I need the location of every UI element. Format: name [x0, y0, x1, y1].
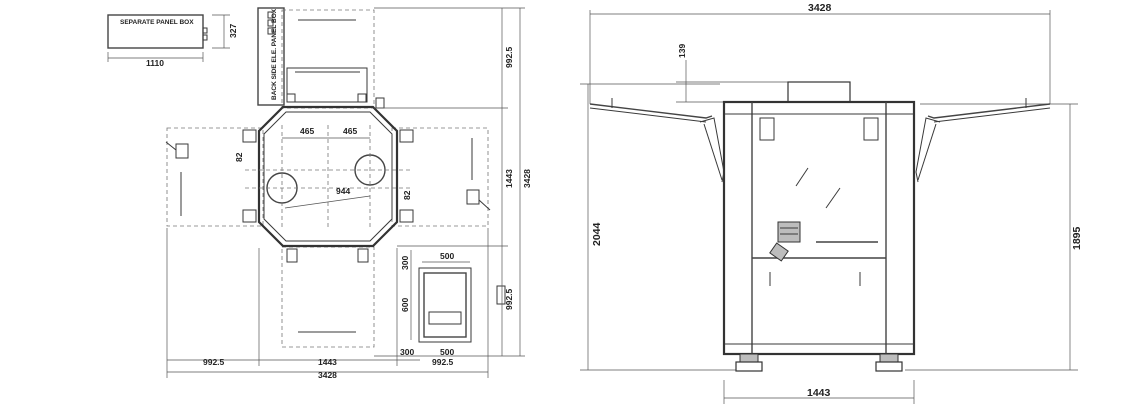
octagon-outer [257, 105, 399, 248]
back-side-panel-box-label: BACK SIDE ELE. PANEL BOX [271, 8, 278, 100]
dim-spacing-right: 465 [343, 126, 357, 136]
dim-front-3428: 3428 [808, 2, 832, 14]
dim-small-box-992: 992.5 [432, 357, 454, 367]
dim-right-82: 82 [402, 190, 412, 200]
dim-left-82: 82 [234, 152, 244, 162]
dim-small-box-600-v: 600 [400, 298, 410, 312]
machine-plan-body: 944 465 465 82 82 [234, 97, 414, 263]
dim-bottom-1443: 1443 [318, 357, 337, 367]
top-chimney [787, 81, 851, 103]
dim-bottom-3428: 3428 [318, 370, 337, 380]
dim-front-1895: 1895 [1071, 226, 1083, 250]
work-area-outline [166, 9, 489, 348]
dim-small-box-500: 500 [440, 251, 454, 261]
lids [589, 98, 1051, 183]
dim-right-992-lower: 992.5 [504, 288, 514, 310]
dim-bottom-992: 992.5 [203, 357, 225, 367]
dim-front-2044: 2044 [591, 222, 603, 246]
back-side-panel-box-outline [257, 7, 285, 106]
plan-bottom-dimensions: 992.5 1443 3428 [166, 228, 489, 380]
separate-panel-box-label: SEPARATE PANEL BOX [120, 19, 194, 26]
dim-spacing-left: 465 [300, 126, 314, 136]
dim-right-1443: 1443 [504, 169, 514, 188]
left-lid [589, 103, 713, 119]
right-lid [927, 103, 1051, 119]
dim-diagonal-944: 944 [336, 186, 350, 196]
dim-front-1443: 1443 [807, 387, 831, 399]
dim-panel-box-height: 327 [228, 24, 238, 38]
side-brackets [165, 141, 491, 211]
dim-right-3428: 3428 [522, 169, 532, 188]
dim-panel-box-width: 1110 [146, 58, 164, 68]
back-side-panel-box: BACK SIDE ELE. PANEL BOX [257, 7, 368, 106]
plan-right-dimensions: 992.5 1443 3428 992.5 [374, 7, 532, 357]
separate-panel-box: SEPARATE PANEL BOX 1110 327 [107, 14, 238, 68]
control-panel [769, 221, 801, 262]
feet [735, 353, 903, 372]
machine-front-body [722, 100, 916, 356]
dim-front-139: 139 [677, 44, 687, 58]
dim-small-box-300-v: 300 [400, 256, 410, 270]
front-body-outline [722, 100, 916, 356]
front-view: 3428 139 2044 1895 1443 [580, 2, 1083, 404]
dim-right-992-upper: 992.5 [504, 46, 514, 68]
dim-small-box-500-bottom: 500 [440, 347, 454, 357]
dim-small-box-300-h: 300 [400, 347, 414, 357]
plan-view: SEPARATE PANEL BOX 1110 327 BACK SIDE EL… [107, 7, 532, 380]
small-box: 500 300 600 300 500 992.5 [400, 250, 506, 367]
